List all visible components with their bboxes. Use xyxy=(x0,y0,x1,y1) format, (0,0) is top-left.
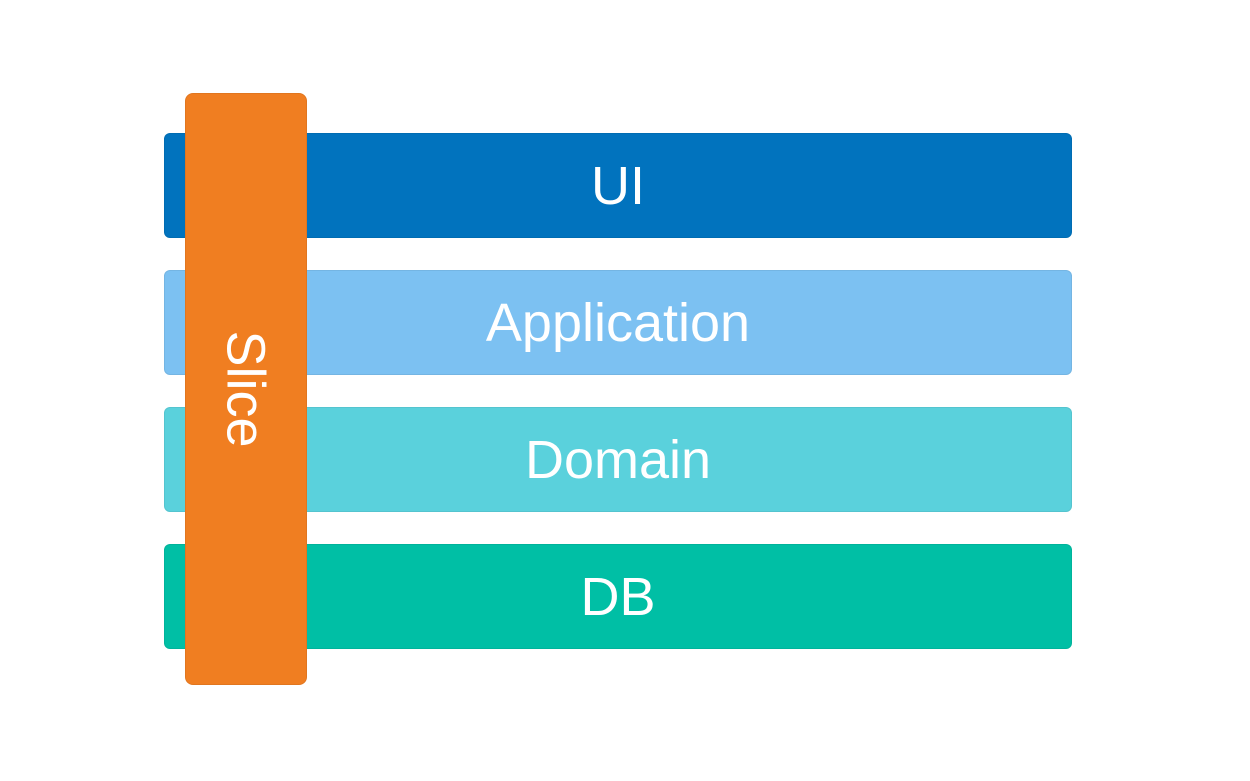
layer-bar-application: Application xyxy=(164,270,1072,375)
layer-bar-domain: Domain xyxy=(164,407,1072,512)
layer-bar-ui: UI xyxy=(164,133,1072,238)
layer-bar-db: DB xyxy=(164,544,1072,649)
layer-label-db: DB xyxy=(580,566,656,627)
layer-label-application: Application xyxy=(485,292,751,353)
layer-label-ui: UI xyxy=(591,155,645,216)
slice-bar: Slice xyxy=(185,93,307,685)
layer-label-domain: Domain xyxy=(524,429,712,490)
slice-label: Slice xyxy=(215,330,276,448)
